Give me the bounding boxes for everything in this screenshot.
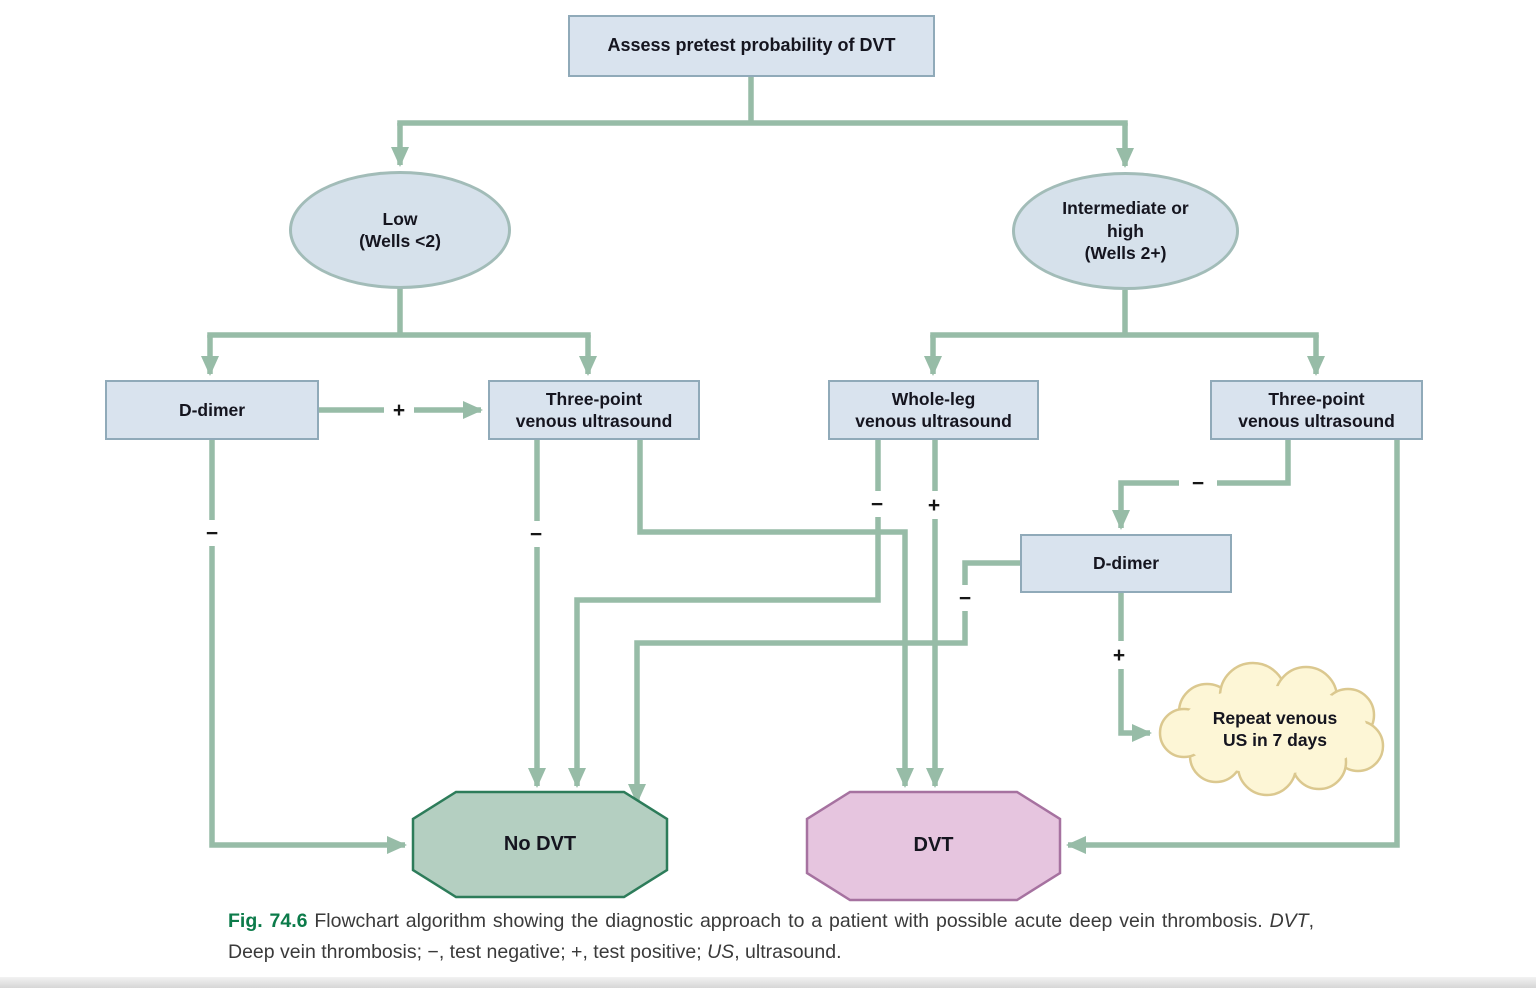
node-assess-pretest: Assess pretest probability of DVT	[568, 15, 935, 77]
edge-label-plus-ddimer-left: +	[384, 396, 414, 424]
edge-threepoint-left-pos	[637, 440, 914, 788]
edge-ddimer-right-neg	[628, 560, 1020, 804]
no-dvt-octagon	[411, 790, 669, 899]
node-repeat-us-label: Repeat venous US in 7 days	[1212, 707, 1338, 750]
node-ddimer-left: D-dimer	[105, 380, 319, 440]
dvt-octagon	[805, 790, 1062, 902]
node-no-dvt-label: No DVT	[503, 832, 577, 855]
edge-ddimer-right-pos	[1118, 593, 1152, 742]
figure-number: Fig. 74.6	[228, 910, 308, 932]
edge-label-minus-ddimer-left: −	[197, 520, 227, 546]
repeat-us-cloud	[1158, 661, 1385, 797]
figure-caption: Fig. 74.6 Flowchart algorithm showing th…	[228, 906, 1314, 968]
node-ddimer-right: D-dimer	[1020, 534, 1232, 593]
node-threepoint-ultrasound-right: Three-point venous ultrasound	[1210, 380, 1423, 440]
node-intermediate-high-probability: Intermediate or high (Wells 2+)	[1012, 172, 1239, 290]
node-dvt-label: DVT	[913, 834, 954, 857]
edge-label-plus-ddimer-right: +	[1104, 641, 1134, 669]
edge-label-plus-wholeleg: +	[919, 491, 949, 519]
node-low-probability: Low (Wells <2)	[289, 171, 511, 289]
caption-body: Flowchart algorithm showing the diagnost…	[228, 910, 1314, 963]
edge-label-minus-ddimer-right: −	[950, 585, 980, 611]
edge-ddimer-left-neg	[209, 440, 407, 854]
edge-wholeleg-neg	[568, 440, 881, 788]
page-edge-shadow	[0, 977, 1536, 988]
edge-label-minus-threepoint-left: −	[521, 521, 551, 547]
node-threepoint-ultrasound-left: Three-point venous ultrasound	[488, 380, 700, 440]
edge-label-minus-threepoint-right: −	[1179, 470, 1217, 496]
edge-label-minus-wholeleg: −	[862, 491, 892, 517]
node-wholeleg-ultrasound: Whole-leg venous ultrasound	[828, 380, 1039, 440]
edge-threepoint-right-pos	[1066, 440, 1400, 854]
